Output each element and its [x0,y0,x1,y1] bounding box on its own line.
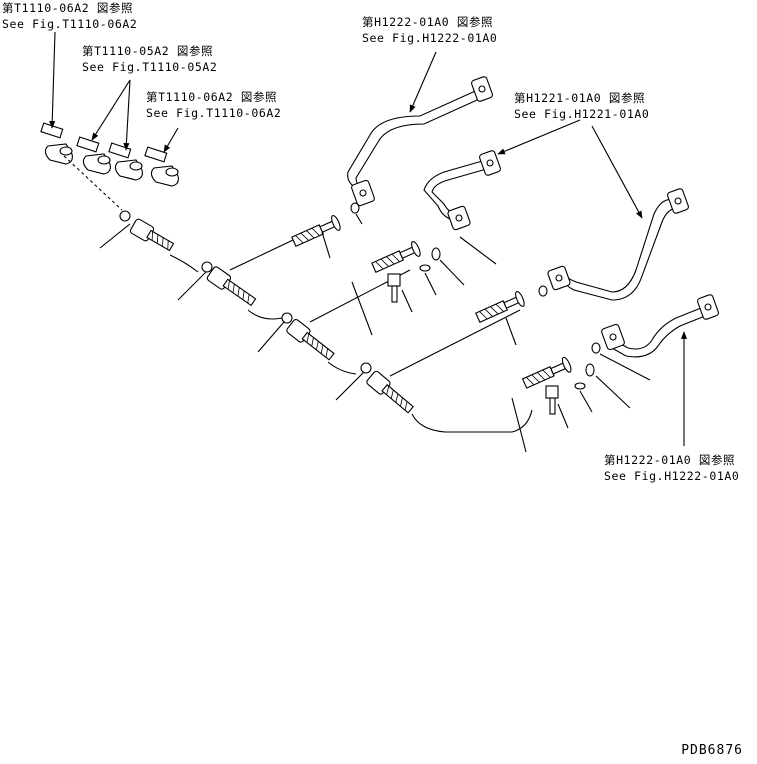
hose-2 [177,219,336,320]
reference-jp: 第H1222-01A0 図参照 [604,453,736,467]
leader-arrow-1 [49,31,56,129]
hose-end-fitting-1 [291,214,341,259]
steel-pipe-right [547,188,689,301]
bolt-1 [387,247,465,313]
fitting-1 [40,122,73,165]
reference-label-t1110-06a2-mid: 第T1110-06A2 図参照 See Fig.T1110-06A2 [146,89,281,121]
o-ring-3 [591,342,601,354]
reference-jp: 第T1110-05A2 図参照 [82,44,214,58]
reference-jp: 第H1222-01A0 図参照 [362,15,494,29]
fitting-3 [108,142,143,181]
reference-en: See Fig.H1222-01A0 [362,31,498,45]
reference-jp: 第T1110-06A2 図参照 [146,90,278,104]
o-ring-1 [350,202,360,214]
reference-en: See Fig.H1221-01A0 [514,107,650,121]
steel-pipe-top [347,76,493,207]
assembly-line-1 [63,155,123,211]
reference-label-h1222-01a0-top: 第H1222-01A0 図参照 See Fig.H1222-01A0 [362,14,497,46]
valve-fittings-group [40,122,179,187]
leader-arrow-3 [123,79,131,151]
steel-pipe-bottom [601,294,719,358]
leader-arrow-pipe-right [591,125,643,219]
reference-en: See Fig.T1110-05A2 [82,60,218,74]
reference-jp: 第H1221-01A0 図参照 [514,91,646,105]
leader-arrow-pipe-middle [497,119,581,155]
bolt-2 [545,363,631,429]
fitting-4 [144,146,179,187]
reference-en: See Fig.H1222-01A0 [604,469,740,483]
drawing-number: PDB6876 [681,743,743,758]
hose-end-fitting-2 [351,240,421,336]
reference-jp: 第T1110-06A2 図参照 [2,1,134,15]
reference-label-t1110-06a2-top: 第T1110-06A2 図参照 See Fig.T1110-06A2 [2,0,137,32]
hose-end-fitting-4 [521,356,572,389]
o-ring-2 [538,285,548,297]
reference-label-h1221-01a0: 第H1221-01A0 図参照 See Fig.H1221-01A0 [514,90,649,122]
hose-4 [335,309,533,453]
fitting-2 [76,136,111,175]
reference-en: See Fig.T1110-06A2 [146,106,282,120]
reference-en: See Fig.T1110-06A2 [2,17,138,31]
leader-arrow-2 [91,79,131,141]
leader-arrow-4 [163,127,179,153]
reference-label-t1110-05a2: 第T1110-05A2 図参照 See Fig.T1110-05A2 [82,43,217,75]
hose-1 [99,210,199,273]
reference-label-h1222-01a0-bottom: 第H1222-01A0 図参照 See Fig.H1222-01A0 [604,452,739,484]
steel-pipe-middle [423,150,501,231]
hose-3 [257,269,411,375]
leader-arrow-pipe-top [409,51,437,113]
hose-end-fitting-3 [475,290,525,346]
